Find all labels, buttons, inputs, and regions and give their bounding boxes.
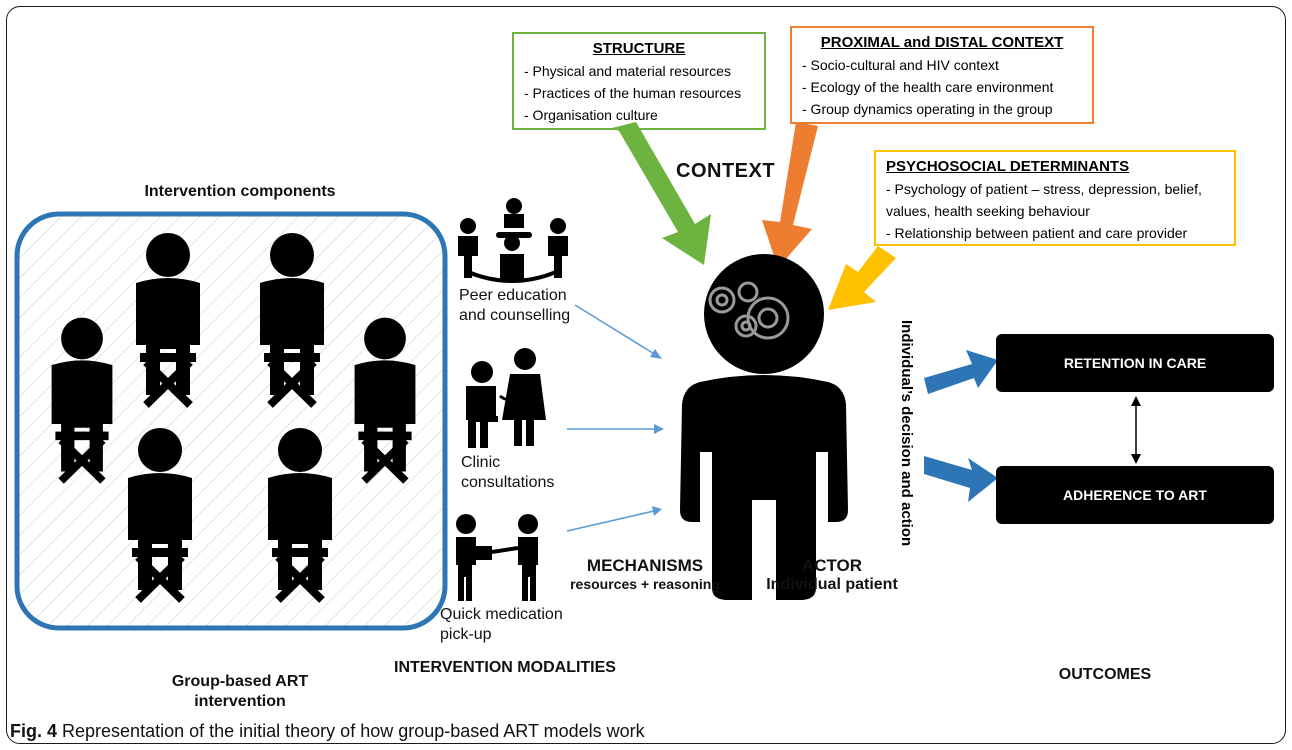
doctor-patient-icon [466, 348, 546, 448]
group-based-line1: Group-based ART [171, 673, 309, 690]
actor-label: ACTOR Individual patient [752, 556, 912, 594]
modality-clinic-line2: consultations [461, 474, 555, 491]
actor-subtitle: Individual patient [766, 576, 898, 593]
proximal-distal-box: PROXIMAL and DISTAL CONTEXT - Socio-cult… [790, 26, 1094, 124]
proximal-line: - Socio-cultural and HIV context [802, 57, 999, 73]
structure-line: - Organisation culture [524, 107, 658, 123]
group-based-art-label: Group-based ART intervention [140, 672, 340, 712]
figure-caption-text: Representation of the initial theory of … [57, 721, 645, 741]
structure-title: STRUCTURE [592, 40, 686, 57]
actor-body [680, 375, 848, 600]
intervention-components-label: Intervention components [144, 183, 336, 200]
psychosocial-box: PSYCHOSOCIAL DETERMINANTS - Psychology o… [874, 150, 1236, 246]
handover-icon [456, 514, 538, 601]
mechanisms-subtitle: resources + reasoning [570, 576, 720, 592]
outcome-adherence-box: ADHERENCE TO ART [996, 466, 1274, 524]
figure-number: Fig. 4 [10, 721, 58, 741]
group-based-line2: intervention [194, 693, 286, 710]
actor-title: ACTOR [801, 556, 863, 575]
proximal-line: - Ecology of the health care environment [802, 79, 1054, 95]
modality-peer-line1: Peer education [459, 287, 567, 304]
figure-caption: Fig. 4 Representation of the initial the… [10, 721, 645, 742]
psychosocial-title: PSYCHOSOCIAL DETERMINANTS [886, 158, 1130, 175]
gears-icon [708, 281, 790, 340]
psychosocial-line: values, health seeking behaviour [886, 203, 1090, 219]
modality-clinic-line1: Clinic [461, 454, 501, 471]
structure-line: - Practices of the human resources [524, 85, 742, 101]
modality-pickup-line2: pick-up [440, 626, 492, 643]
proximal-arrow [762, 122, 818, 268]
mechanisms-title: MECHANISMS [586, 556, 704, 575]
proximal-distal-title: PROXIMAL and DISTAL CONTEXT [820, 34, 1064, 51]
actor-head [704, 254, 824, 374]
decision-action-label: Individual’s decision and action [898, 320, 915, 547]
psychosocial-arrow [828, 246, 896, 310]
modality-peer-label: Peer education and counselling [459, 286, 570, 326]
modality-pickup-line1: Quick medication [440, 606, 563, 623]
psychosocial-line: - Psychology of patient – stress, depres… [886, 181, 1202, 197]
outcome-retention-box: RETENTION IN CARE [996, 334, 1274, 392]
psychosocial-line: - Relationship between patient and care … [886, 225, 1188, 241]
figure-frame [6, 6, 1286, 744]
modality-pickup-label: Quick medication pick-up [440, 605, 563, 645]
outcomes-label: OUTCOMES [1058, 666, 1152, 683]
structure-line: - Physical and material resources [524, 63, 731, 79]
intervention-modalities-label: INTERVENTION MODALITIES [394, 659, 616, 676]
arrow-to-retention [924, 350, 998, 394]
group-meeting-icon [458, 198, 568, 283]
mechanisms-label: MECHANISMS resources + reasoning [570, 556, 720, 592]
context-label: CONTEXT [676, 160, 776, 182]
structure-arrow [612, 122, 711, 265]
proximal-line: - Group dynamics operating in the group [802, 101, 1053, 117]
modality-clinic-label: Clinic consultations [461, 453, 554, 493]
modality-peer-line2: and counselling [459, 307, 571, 324]
arrow-to-adherence [924, 456, 998, 502]
